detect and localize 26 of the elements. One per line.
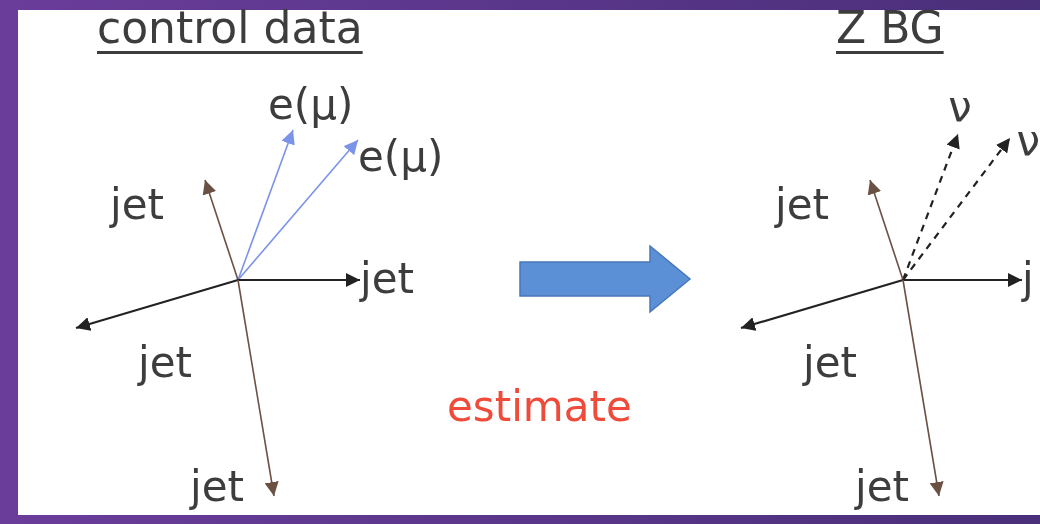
arrow [75,278,239,331]
panel-heading: control data [97,6,363,50]
vector-label: jet [110,178,205,230]
arrow [902,279,944,497]
vector-label: e(μ) [358,132,450,178]
arrow [903,273,1022,287]
arrow [740,278,904,331]
vector-label: e(μ) [268,84,352,130]
vector-label: jet [360,252,432,304]
panel-heading: Z BG [836,6,944,50]
vector-label: ν [940,84,980,134]
arrow [902,137,1011,281]
vector-label: j [1022,252,1040,304]
arrow-caption: estimate [447,386,632,428]
vector-label: jet [190,462,274,512]
arrow [237,279,279,497]
vector-label: jet [855,462,939,512]
vector-label: ν [1010,118,1040,162]
arrow [867,179,904,281]
vector-label: jet [737,328,857,390]
arrow [238,273,360,287]
vector-label: jet [72,328,192,390]
vector-label: jet [775,178,870,230]
arrow [202,179,239,281]
arrow [237,139,359,281]
arrow [237,129,295,281]
